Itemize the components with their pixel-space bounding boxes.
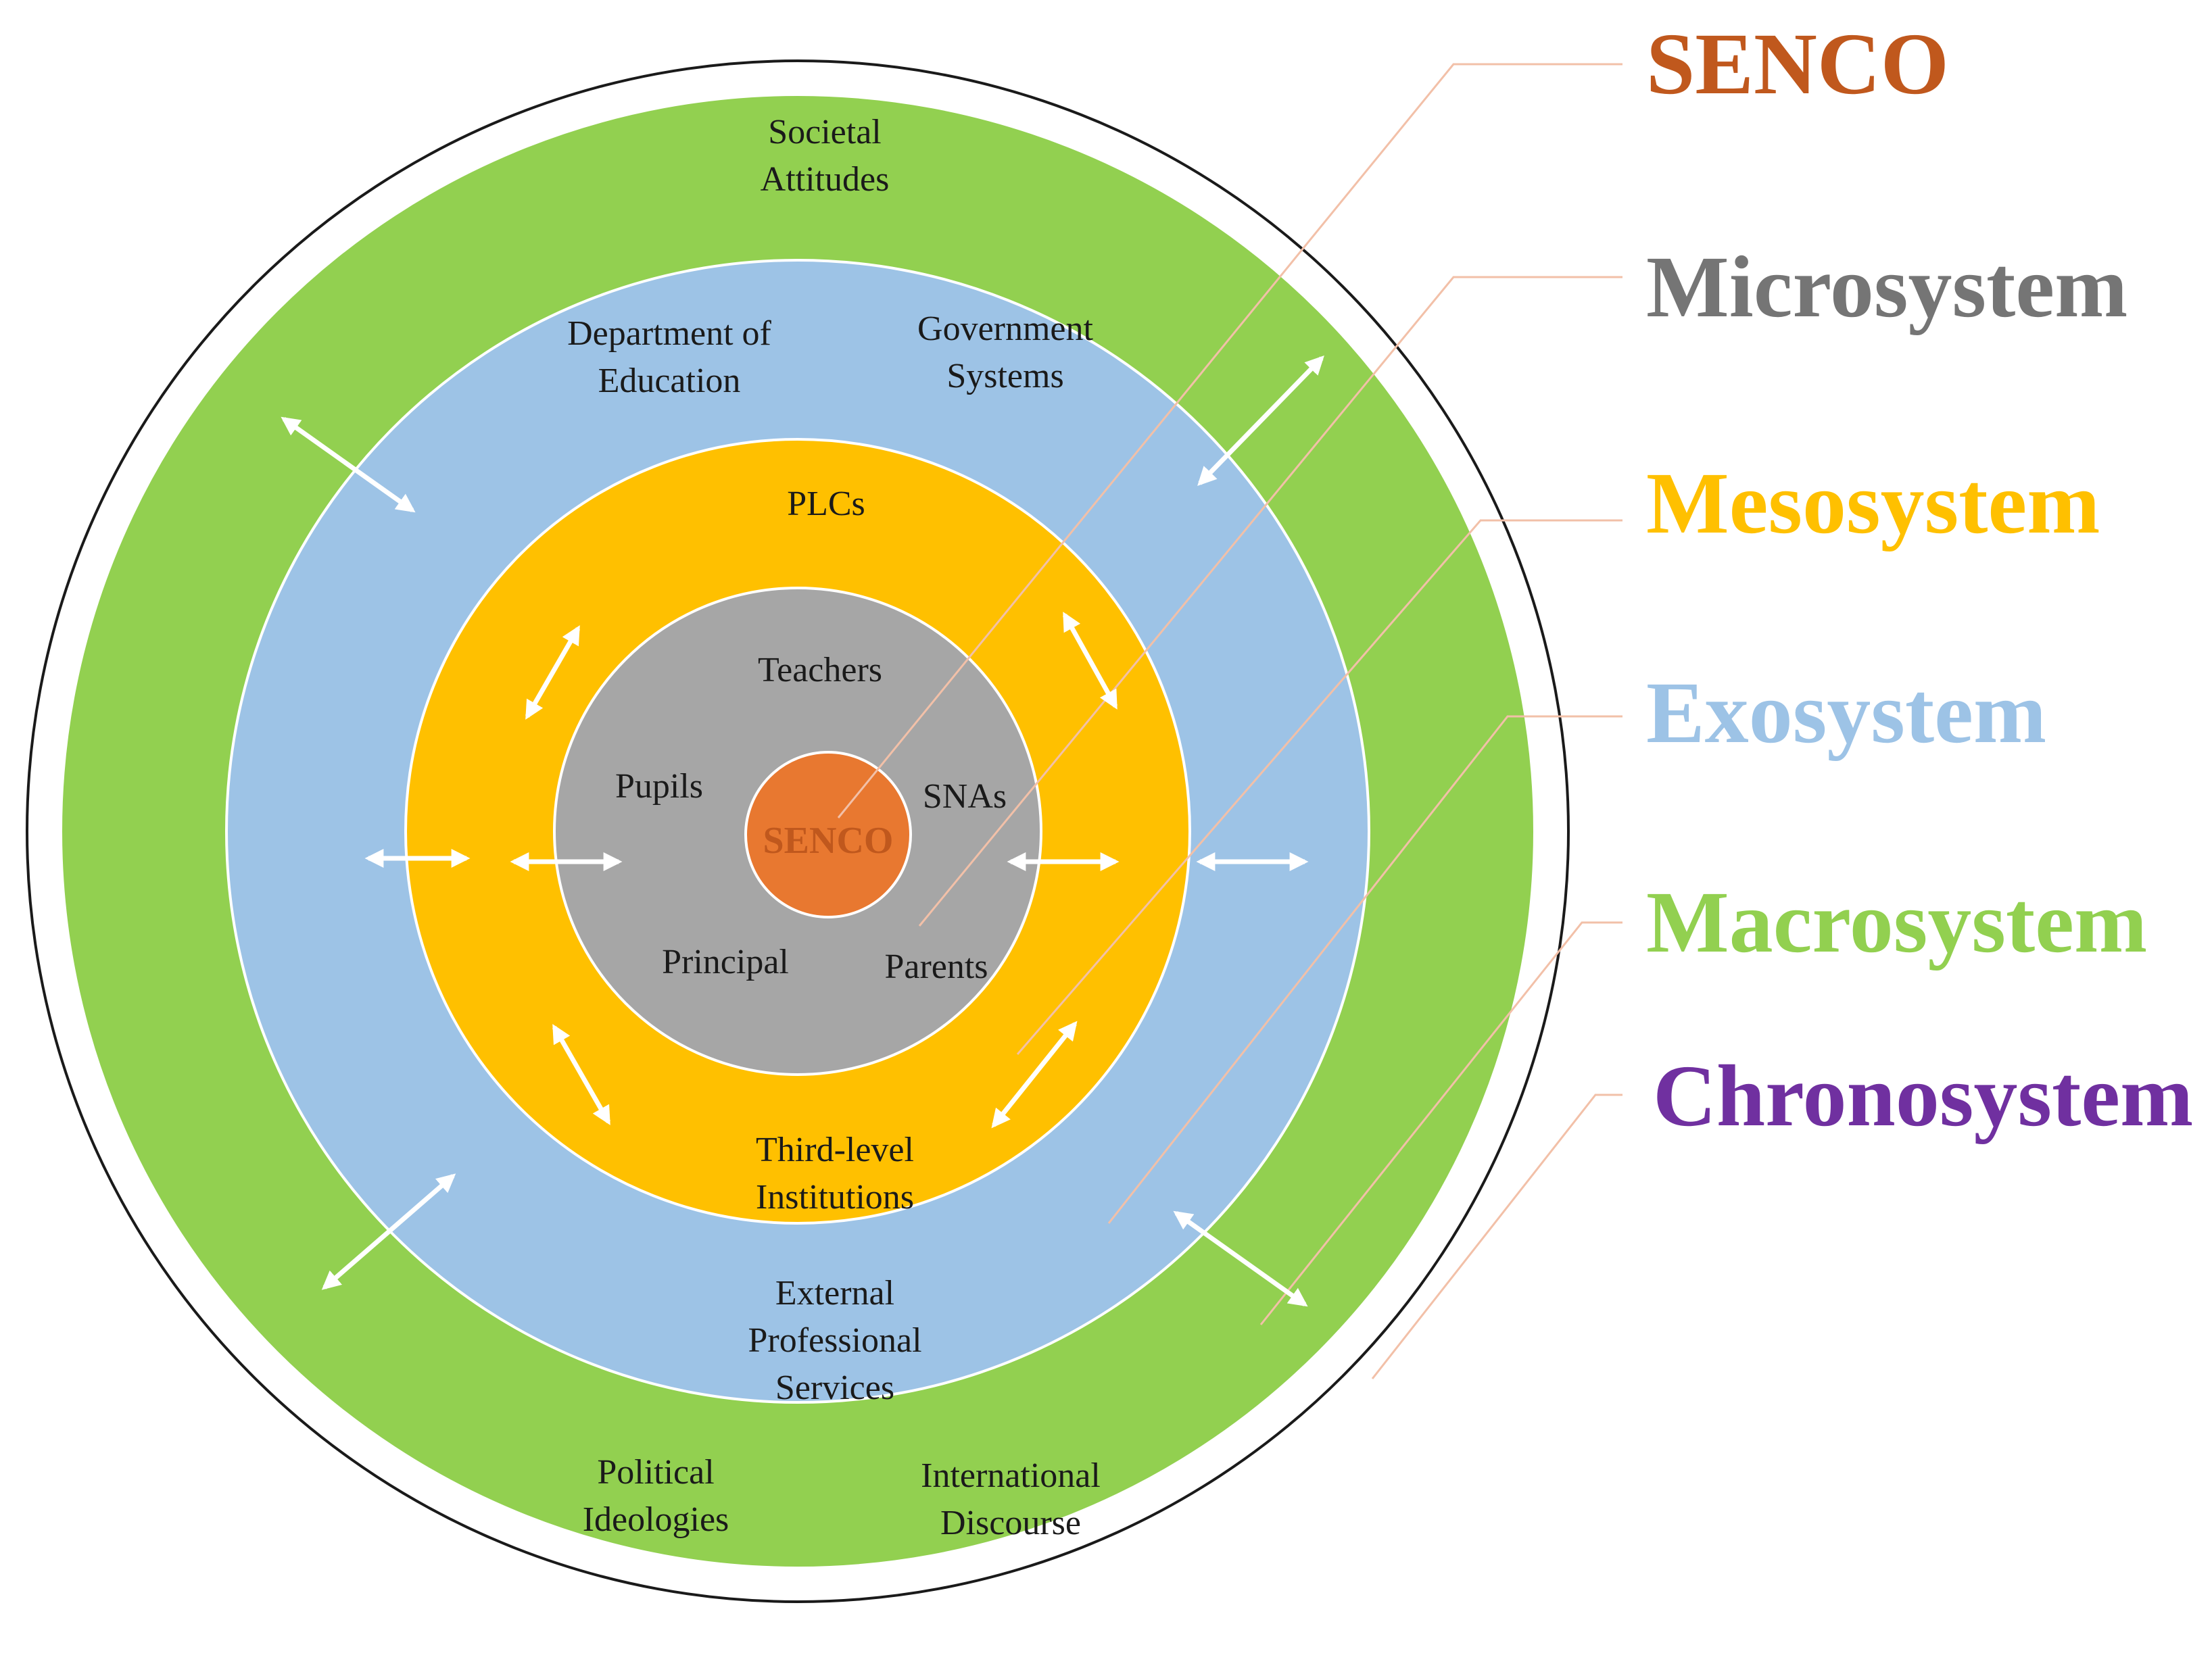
leader-macrosystem [1259, 921, 1622, 1325]
legend-senco: SENCO [1646, 16, 1949, 113]
label-societal-attitudes-1: Societal [768, 113, 882, 151]
label-teachers: Teachers [758, 651, 882, 689]
label-government-systems-1: Government [917, 310, 1093, 348]
label-third-level-institutions-2: Institutions [756, 1178, 914, 1217]
label-parents: Parents [884, 948, 988, 986]
arrow-macro-exo-upper-right [1197, 355, 1324, 487]
legend-exosystem: Exosystem [1646, 664, 2046, 762]
legend-macrosystem: Macrosystem [1646, 874, 2147, 971]
senco-core [744, 751, 912, 918]
label-plcs: PLCs [787, 485, 865, 523]
arrow-macro-exo-lower-right [1173, 1210, 1308, 1307]
legend-microsystem: Microsystem [1646, 239, 2127, 336]
leader-lines [837, 63, 1622, 1379]
leader-chronosystem [1371, 1094, 1622, 1379]
leader-senco [837, 63, 1622, 818]
label-senco-core: SENCO [763, 820, 894, 862]
label-international-discourse-2: Discourse [940, 1504, 1081, 1542]
arrow-macro-exo-lower-left [321, 1173, 456, 1290]
arrow-macro-exo-upper-left [281, 416, 416, 513]
arrow-meso-micro-lower-left [552, 1024, 611, 1125]
label-snas: SNAs [923, 777, 1007, 816]
legend: SENCO Microsystem Mesosystem Exosystem M… [1646, 16, 2193, 1145]
legend-chronosystem: Chronosystem [1653, 1048, 2193, 1145]
label-government-systems-2: Systems [946, 357, 1063, 395]
label-international-discourse-1: International [921, 1456, 1101, 1495]
label-third-level-institutions-1: Third-level [756, 1131, 914, 1169]
label-external-professional-services-3: Services [775, 1369, 894, 1407]
label-societal-attitudes-2: Attitudes [761, 160, 890, 199]
legend-mesosystem: Mesosystem [1646, 455, 2100, 552]
interaction-arrows [281, 355, 1324, 1307]
label-external-professional-services-2: Professional [748, 1321, 921, 1360]
leader-exosystem [1107, 715, 1622, 1224]
arrow-meso-micro-upper-right [1062, 612, 1118, 710]
arrow-meso-micro-lower-right [991, 1021, 1078, 1129]
leader-mesosystem [1016, 519, 1622, 1055]
label-pupils: Pupils [615, 767, 703, 806]
label-principal: Principal [662, 943, 789, 981]
label-political-ideologies-1: Political [597, 1453, 714, 1492]
label-political-ideologies-2: Ideologies [583, 1500, 729, 1539]
label-department-of-education-2: Education [598, 362, 741, 400]
label-department-of-education-1: Department of [567, 314, 771, 353]
label-external-professional-services-1: External [775, 1274, 894, 1312]
leader-microsystem [918, 276, 1622, 927]
arrow-meso-micro-upper-left [525, 625, 581, 720]
